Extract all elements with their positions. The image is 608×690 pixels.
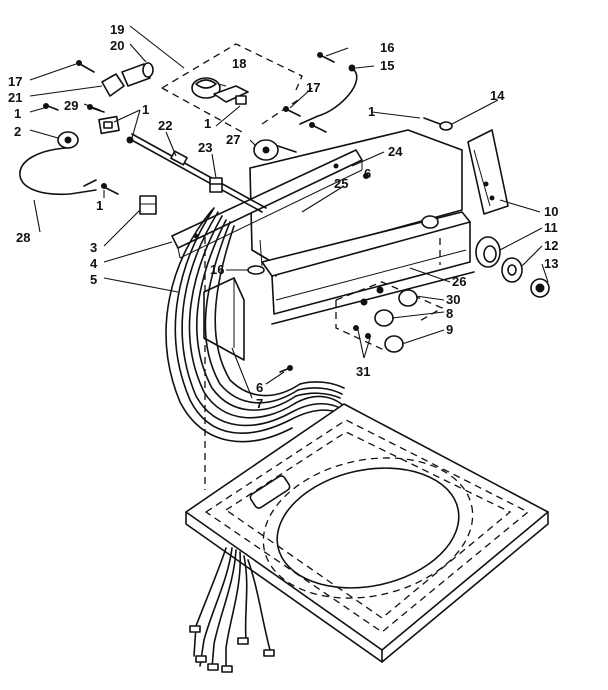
- control-knobs: [353, 286, 418, 353]
- callout-1: 1: [96, 198, 103, 213]
- leader-lines: [29, 25, 549, 399]
- callout-labels: 19 20 17 21 1 2 29 1 22 23 18 1 27 16 15…: [8, 22, 558, 411]
- callout-2: 2: [14, 124, 21, 139]
- callout-6: 6: [364, 166, 371, 181]
- callout-18: 18: [232, 56, 246, 71]
- callout-25: 25: [334, 176, 348, 191]
- callout-16: 16: [380, 40, 394, 55]
- lower-wires: [189, 547, 275, 673]
- small-switch: [101, 183, 157, 215]
- callout-27: 27: [226, 132, 240, 147]
- callout-16: 16: [210, 262, 224, 277]
- callout-4: 4: [90, 256, 98, 271]
- relay-switch: [87, 104, 134, 144]
- callout-3: 3: [90, 240, 97, 255]
- callout-19: 19: [110, 22, 124, 37]
- console-backsplash: [249, 129, 475, 325]
- callout-11: 11: [544, 220, 558, 235]
- top-center-parts: [283, 52, 358, 133]
- callout-15: 15: [380, 58, 394, 73]
- selector-switch: [253, 139, 297, 161]
- callout-1: 1: [368, 104, 375, 119]
- callout-12: 12: [544, 238, 558, 253]
- callout-6: 6: [256, 380, 263, 395]
- control-bracket: [171, 149, 363, 259]
- left-top-parts: [76, 60, 154, 97]
- callout-8: 8: [446, 306, 453, 321]
- timer-motor: [191, 77, 249, 105]
- callout-1: 1: [14, 106, 21, 121]
- callout-17: 17: [8, 74, 22, 89]
- callout-26: 26: [452, 274, 466, 289]
- callout-21: 21: [8, 90, 22, 105]
- callout-13: 13: [544, 256, 558, 271]
- callout-1: 1: [204, 116, 211, 131]
- callout-5: 5: [90, 272, 97, 287]
- right-side-parts: [423, 117, 550, 298]
- wiring-harness: [165, 207, 351, 443]
- callout-23: 23: [198, 140, 212, 155]
- callout-7: 7: [256, 396, 263, 411]
- callout-30: 30: [446, 292, 460, 307]
- console-end-cap: [203, 277, 245, 361]
- callout-24: 24: [388, 144, 403, 159]
- callout-20: 20: [110, 38, 124, 53]
- subassembly-dashed-box: [161, 43, 303, 133]
- callout-28: 28: [16, 230, 30, 245]
- top-cover: [185, 403, 549, 663]
- callout-1: 1: [142, 102, 149, 117]
- alignment-dashed-lines: [204, 225, 441, 490]
- callout-10: 10: [544, 204, 558, 219]
- callout-29: 29: [64, 98, 78, 113]
- callout-22: 22: [158, 118, 172, 133]
- callout-9: 9: [446, 322, 453, 337]
- callout-31: 31: [356, 364, 370, 379]
- callout-17: 17: [306, 80, 320, 95]
- callout-14: 14: [490, 88, 505, 103]
- switch-and-cord: [19, 103, 97, 196]
